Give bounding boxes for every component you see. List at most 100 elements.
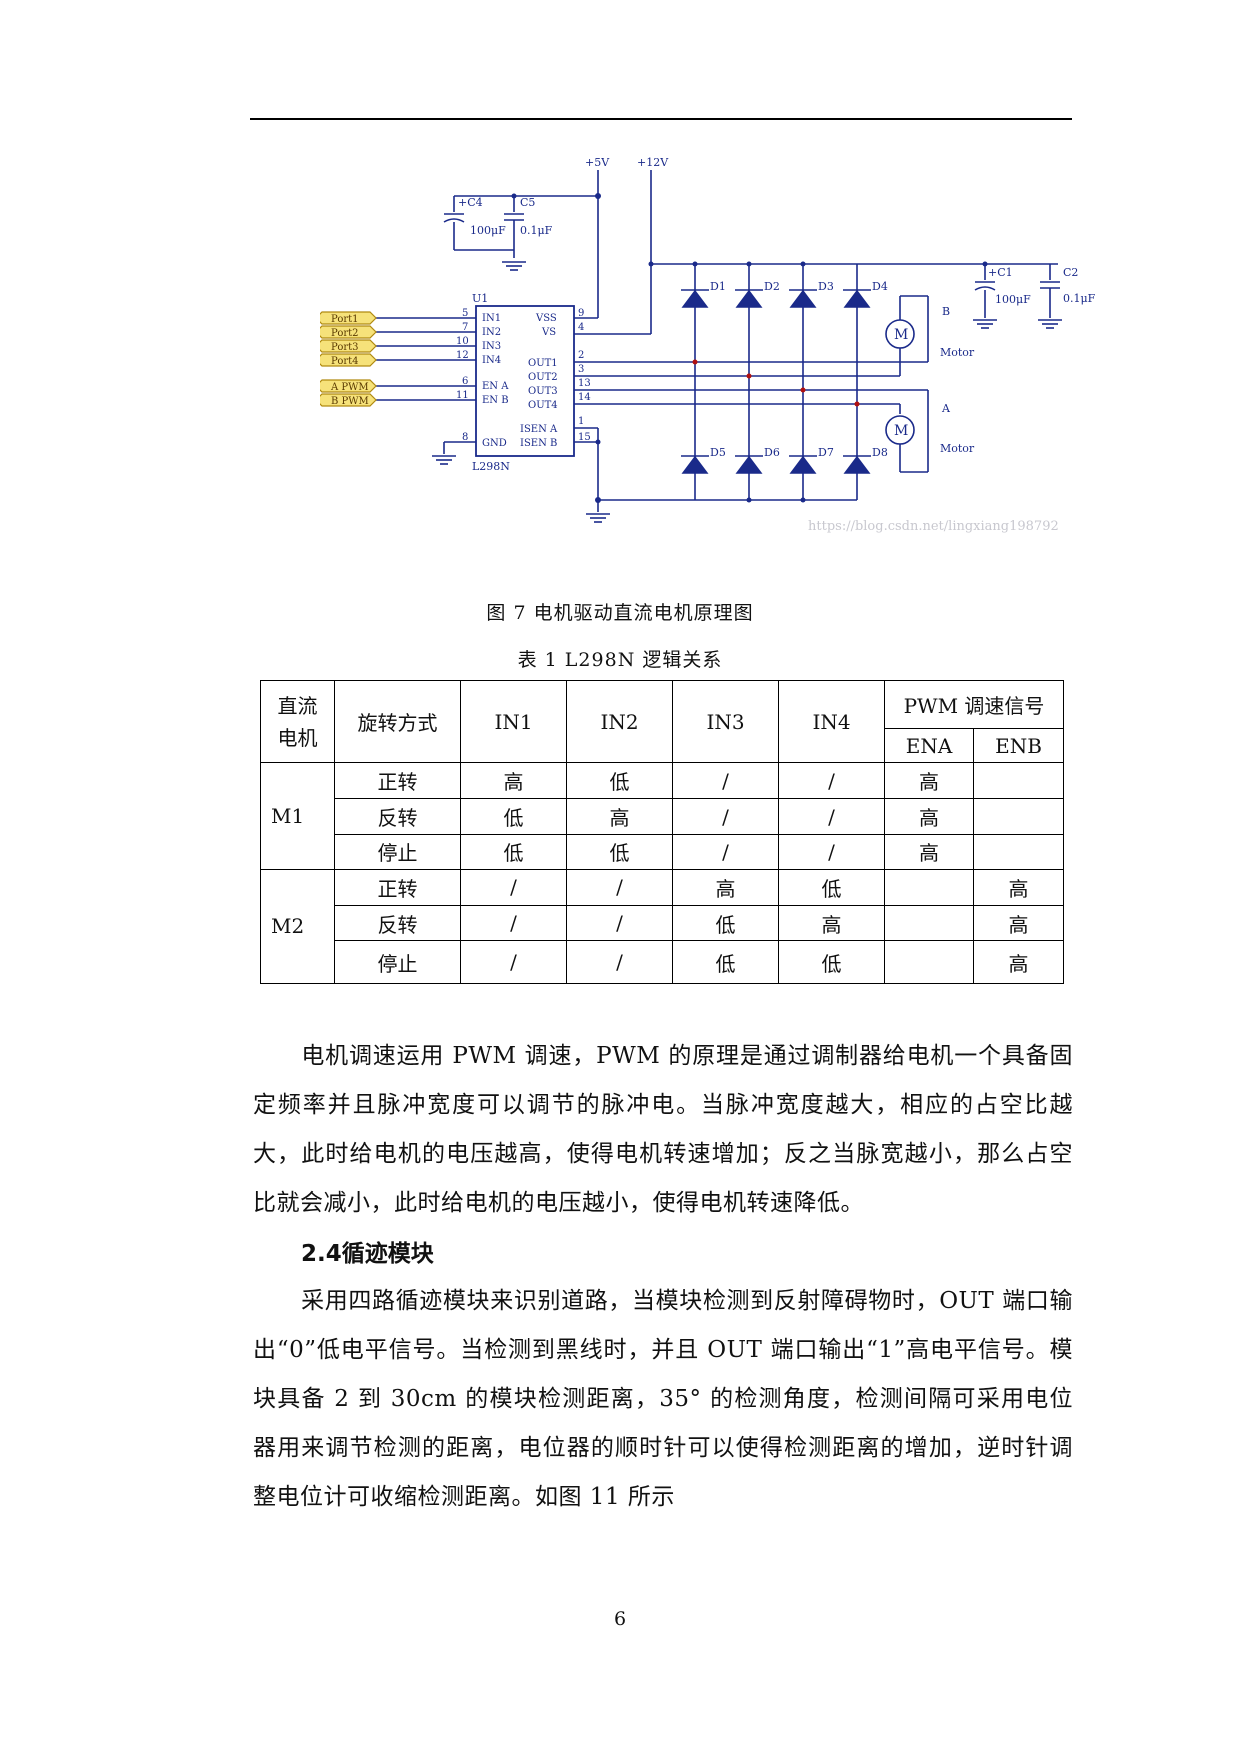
paragraph-tracking: 采用四路循迹模块来识别道路，当模块检测到反射障碍物时，OUT 端口输出“0”低电… bbox=[253, 1277, 1073, 1522]
table-cell: / bbox=[460, 905, 567, 942]
table-cell: 低 bbox=[460, 833, 567, 870]
table-cell bbox=[972, 833, 1065, 870]
port2-label: Port2 bbox=[331, 328, 359, 339]
table-cell: / bbox=[672, 762, 779, 800]
table-cell: 低 bbox=[672, 940, 779, 984]
diode-d6-label: D6 bbox=[764, 446, 780, 459]
table-cell: 高 bbox=[884, 833, 974, 870]
diode-d3-label: D3 bbox=[818, 280, 834, 293]
supply-12v-label: +12V bbox=[637, 156, 669, 169]
header-motor-line1: 直流 bbox=[277, 693, 318, 718]
pin-num-out2: 3 bbox=[578, 364, 584, 375]
figure-caption: 图 7 电机驱动直流电机原理图 bbox=[486, 602, 754, 624]
header-motor-line2: 电机 bbox=[277, 725, 318, 750]
pin-name-vss: VSS bbox=[535, 313, 557, 324]
pin-num-isenb: 15 bbox=[578, 432, 591, 443]
motor-b-text: Motor bbox=[940, 346, 975, 359]
port3-label: Port3 bbox=[331, 342, 359, 353]
table-row: M1 正转 高 低 / / 高 bbox=[260, 762, 1065, 870]
header-mode: 旋转方式 bbox=[334, 679, 461, 764]
table-cell: / bbox=[566, 905, 673, 942]
paragraph-pwm-text: 电机调速运用 PWM 调速，PWM 的原理是通过调制器给电机一个具备固定频率并且… bbox=[253, 1043, 1073, 1216]
junction-dots bbox=[511, 193, 988, 503]
table-cell: 高 bbox=[972, 868, 1065, 907]
diode-d1-label: D1 bbox=[710, 280, 726, 293]
motor-driver-schematic: M M Port1 Port2 Port3 Port4 A PWM B PWM … bbox=[320, 156, 1096, 534]
table-row: 反转 / / 低 高 高 bbox=[261, 905, 1065, 942]
c4-label: +C4 bbox=[458, 196, 483, 209]
table-cell bbox=[884, 940, 974, 984]
chip-name-label: L298N bbox=[472, 460, 510, 473]
paragraph-tracking-text: 采用四路循迹模块来识别道路，当模块检测到反射障碍物时，OUT 端口输出“0”低电… bbox=[253, 1288, 1073, 1510]
table-cell: 高 bbox=[778, 905, 885, 942]
diode-d8-label: D8 bbox=[872, 446, 888, 459]
a-pwm-tag bbox=[320, 379, 377, 393]
table-caption: 表 1 L298N 逻辑关系 bbox=[517, 649, 723, 671]
pin-num-isena: 1 bbox=[578, 416, 584, 427]
l298n-logic-table: 直流 电机 旋转方式 IN1 IN2 IN3 IN4 PWM 调速信号 ENA … bbox=[260, 679, 1065, 985]
pin-num-in2: 7 bbox=[462, 322, 468, 333]
table-cell: / bbox=[460, 940, 567, 984]
table-cell bbox=[972, 798, 1065, 835]
table-cell: 低 bbox=[460, 798, 567, 835]
diode-d5-label: D5 bbox=[710, 446, 726, 459]
supply-5v-label: +5V bbox=[585, 156, 610, 169]
header-in2: IN2 bbox=[566, 679, 673, 764]
paragraph-pwm: 电机调速运用 PWM 调速，PWM 的原理是通过调制器给电机一个具备固定频率并且… bbox=[253, 1032, 1073, 1228]
a-pwm-label: A PWM bbox=[330, 382, 369, 393]
table-cell: / bbox=[778, 798, 885, 835]
watermark-text: https://blog.csdn.net/lingxiang198792 bbox=[808, 519, 1059, 534]
pin-num-out1: 2 bbox=[578, 350, 584, 361]
motor-m2-label: M2 bbox=[260, 868, 335, 985]
header-enb: ENB bbox=[972, 727, 1065, 764]
page-number: 6 bbox=[613, 1608, 627, 1630]
header-rule bbox=[250, 118, 1072, 120]
c1-value: 100μF bbox=[995, 293, 1031, 306]
table-cell: 高 bbox=[972, 940, 1065, 984]
pin-num-vs: 4 bbox=[578, 322, 584, 333]
c4-value: 100μF bbox=[470, 224, 506, 237]
header-in1: IN1 bbox=[460, 679, 567, 764]
table-cell: 低 bbox=[778, 940, 885, 984]
diode-symbols bbox=[681, 289, 871, 474]
pin-name-gnd: GND bbox=[482, 438, 507, 449]
pin-name-out3: OUT3 bbox=[528, 386, 558, 397]
table-cell bbox=[884, 905, 974, 942]
pin-name-enb: EN B bbox=[482, 395, 509, 406]
table-row: 停止 低 低 / / 高 bbox=[261, 833, 1065, 870]
c2-value: 0.1μF bbox=[1063, 292, 1096, 305]
table-cell: 反转 bbox=[334, 905, 461, 942]
c5-value: 0.1μF bbox=[520, 224, 553, 237]
motor-b-label: B bbox=[942, 305, 950, 318]
table-cell: 高 bbox=[566, 798, 673, 835]
pin-name-out4: OUT4 bbox=[528, 400, 558, 411]
pin-num-ena: 6 bbox=[462, 376, 468, 387]
pin-name-vs: VS bbox=[541, 327, 556, 338]
pin-name-isena: ISEN A bbox=[520, 424, 558, 435]
port4-tag bbox=[320, 353, 377, 367]
motor-a-text: Motor bbox=[940, 442, 975, 455]
table-cell: 正转 bbox=[334, 762, 461, 800]
table-cell: 反转 bbox=[334, 798, 461, 835]
table-cell: / bbox=[566, 868, 673, 907]
port1-label: Port1 bbox=[331, 314, 359, 325]
table-cell: / bbox=[566, 940, 673, 984]
motor-b-symbol: M bbox=[894, 327, 908, 343]
pin-name-isenb: ISEN B bbox=[520, 438, 557, 449]
pin-name-ena: EN A bbox=[482, 381, 509, 392]
section-heading: 2.4循迹模块 bbox=[301, 1241, 434, 1267]
motor-a-label: A bbox=[941, 402, 951, 415]
table-cell: / bbox=[778, 762, 885, 800]
table-cell: / bbox=[778, 833, 885, 870]
port1-tag bbox=[320, 311, 377, 325]
table-cell: 高 bbox=[672, 868, 779, 907]
table-cell: / bbox=[672, 798, 779, 835]
pin-num-in3: 10 bbox=[456, 336, 469, 347]
motor-m1-label: M1 bbox=[260, 762, 335, 870]
table-cell: 高 bbox=[972, 905, 1065, 942]
diode-d7-label: D7 bbox=[818, 446, 834, 459]
motor-a-symbol: M bbox=[894, 423, 908, 439]
table-cell bbox=[972, 762, 1065, 800]
header-ena: ENA bbox=[884, 727, 974, 764]
pin-name-in4: IN4 bbox=[482, 355, 501, 366]
